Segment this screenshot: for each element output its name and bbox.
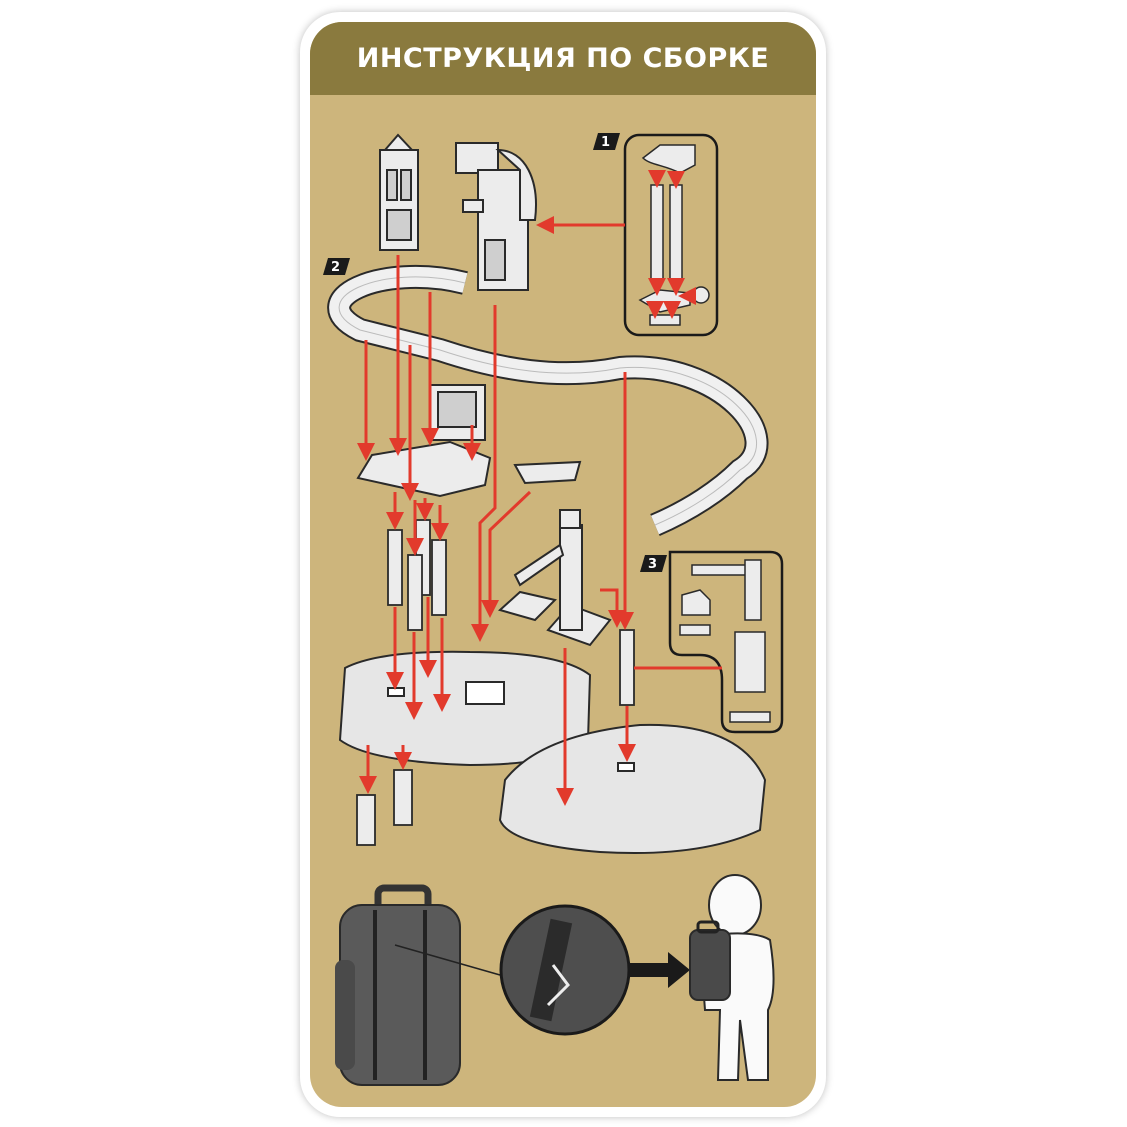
step-1-number: 1 <box>601 135 610 150</box>
backpack-image <box>335 884 501 1086</box>
watch-tower-part <box>379 133 419 251</box>
pillar-parts <box>356 519 635 846</box>
step-2-badge <box>323 258 350 275</box>
step-2-number: 2 <box>331 260 340 275</box>
child-figure <box>689 874 775 1081</box>
track-piece <box>327 264 769 537</box>
header-bar: ИНСТРУКЦИЯ ПО СБОРКЕ <box>310 22 816 95</box>
step-1-badge <box>593 133 620 150</box>
assembly-arrows <box>357 216 636 806</box>
crane-part <box>497 509 612 647</box>
strap-magnifier <box>499 904 631 1036</box>
arrow-right-icon <box>630 952 690 988</box>
step-1-detail: 1 <box>593 133 719 337</box>
main-tower-part <box>455 142 537 291</box>
step-3-detail: 3 <box>640 550 784 734</box>
page-title: ИНСТРУКЦИЯ ПО СБОРКЕ <box>356 43 770 74</box>
step-3-number: 3 <box>648 557 657 572</box>
base-plate-part <box>356 384 582 498</box>
